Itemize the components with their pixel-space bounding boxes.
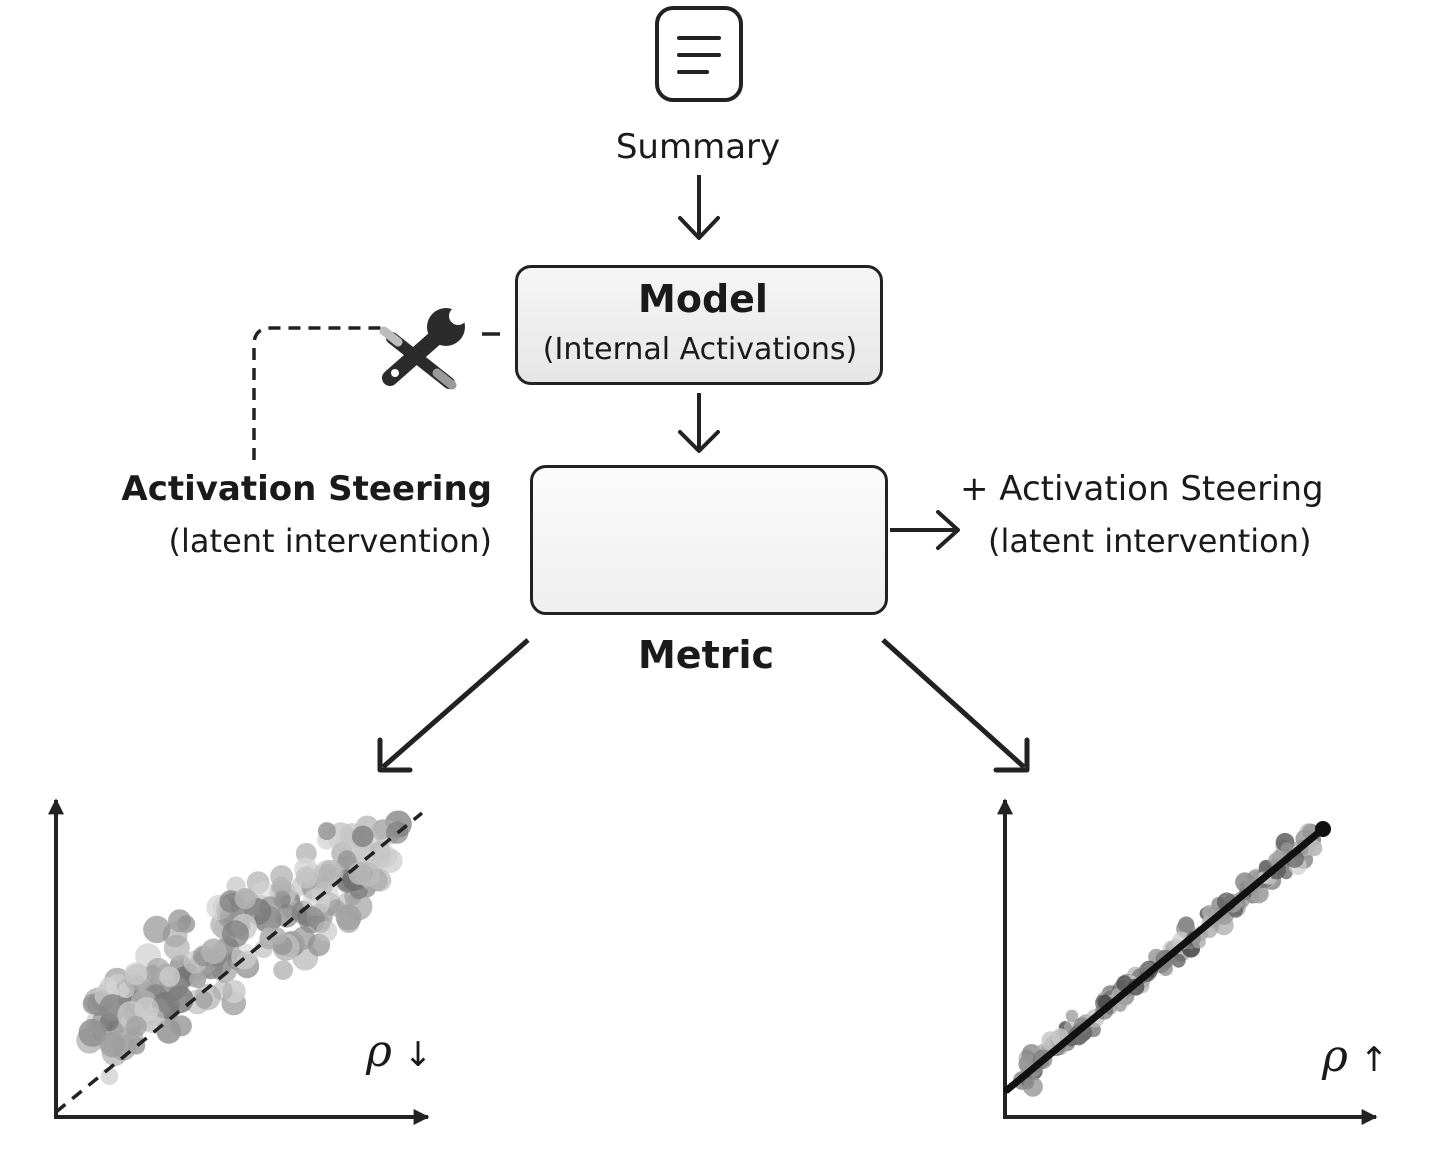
model-box bbox=[515, 265, 883, 385]
scatter-point bbox=[337, 850, 357, 869]
scatter-point bbox=[335, 904, 362, 931]
metric-box bbox=[530, 465, 888, 615]
scatter-point bbox=[143, 915, 171, 944]
scatter-point bbox=[159, 966, 180, 987]
scatter-point bbox=[212, 980, 233, 1001]
scatter-point bbox=[99, 1032, 126, 1058]
scatter-point bbox=[1171, 953, 1186, 968]
model-title: Model bbox=[638, 277, 768, 321]
scatter-plot-left bbox=[48, 798, 430, 1125]
steering-left-title: Activation Steering bbox=[121, 469, 492, 509]
right-plot-fit-endpoint bbox=[1315, 821, 1331, 837]
rho-decrease-label: ρ↓ bbox=[366, 1030, 432, 1074]
document-icon bbox=[655, 6, 743, 102]
rho-increase-label: ρ↑ bbox=[1322, 1035, 1388, 1079]
metric-label: Metric bbox=[637, 633, 775, 677]
scatter-point bbox=[1065, 1009, 1079, 1022]
scatter-point bbox=[316, 920, 338, 942]
scatter-point bbox=[374, 845, 398, 868]
scatter-point bbox=[269, 927, 287, 945]
steering-dashed-connector bbox=[252, 326, 384, 460]
rho-symbol: ρ bbox=[366, 1026, 392, 1077]
rho-up-arrow-icon: ↑ bbox=[1359, 1040, 1389, 1080]
arrow-metric-to-left-plot bbox=[377, 638, 530, 773]
scatter-point bbox=[165, 985, 194, 1014]
scatter-point bbox=[134, 997, 159, 1022]
steering-right-subtitle: (latent intervention) bbox=[988, 522, 1312, 560]
arrow-metric-to-right-plot bbox=[881, 638, 1030, 773]
scatter-point bbox=[200, 938, 227, 965]
scatter-plot-right bbox=[997, 798, 1378, 1125]
left-plot-points bbox=[76, 810, 412, 1085]
scatter-point bbox=[1022, 1076, 1043, 1097]
scatter-point bbox=[295, 842, 317, 864]
arrow-model-to-metric bbox=[678, 393, 720, 453]
scatter-point bbox=[352, 825, 374, 848]
right-plot-solid-fit-line bbox=[1003, 825, 1327, 1094]
scatter-point bbox=[317, 822, 336, 841]
scatter-point bbox=[189, 971, 207, 989]
scatter-point bbox=[1213, 915, 1234, 936]
left-plot-dashed-fit-line bbox=[54, 811, 424, 1114]
arrow-metric-to-right bbox=[890, 510, 960, 550]
wrench-screwdriver-icon bbox=[379, 307, 467, 390]
scatter-point bbox=[78, 1018, 107, 1047]
scatter-point bbox=[273, 960, 293, 980]
scatter-point bbox=[124, 962, 148, 986]
steering-right-title: + Activation Steering bbox=[960, 469, 1324, 509]
scatter-point bbox=[125, 1016, 147, 1037]
rho-down-arrow-icon: ↓ bbox=[403, 1035, 433, 1075]
scatter-point bbox=[348, 861, 372, 885]
summary-label: Summary bbox=[615, 127, 781, 167]
scatter-point bbox=[295, 866, 318, 889]
model-subtitle: (Internal Activations) bbox=[542, 332, 858, 367]
arrow-summary-to-model bbox=[678, 175, 720, 240]
scatter-point bbox=[234, 888, 256, 910]
steering-left-subtitle: (latent intervention) bbox=[168, 522, 492, 560]
rho-symbol: ρ bbox=[1322, 1031, 1348, 1082]
scatter-point bbox=[270, 865, 293, 888]
scatter-point bbox=[222, 920, 249, 948]
scatter-point bbox=[314, 859, 342, 888]
